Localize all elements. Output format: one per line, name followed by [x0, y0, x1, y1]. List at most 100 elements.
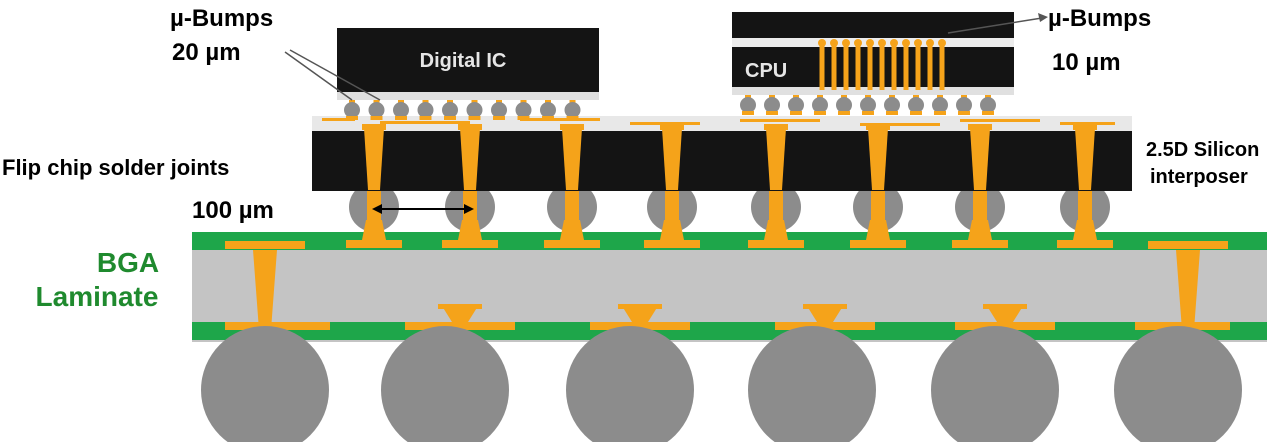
cpu-bump-pad-8	[910, 111, 922, 115]
digital-ic-bump-pad-5	[444, 116, 456, 120]
interposer-redistribution-layer	[312, 116, 1132, 132]
cpu-bump-2	[764, 97, 780, 113]
left-bump-leader-1	[284, 51, 353, 101]
cpu-stack-bump-3	[842, 39, 850, 47]
laminate-via-top-pad-1	[225, 241, 305, 249]
flip-chip-foot-1	[362, 220, 386, 240]
digital-ic-bump-1	[344, 102, 360, 118]
cpu-bump-9	[932, 97, 948, 113]
rdl-trace-4	[630, 122, 700, 125]
cpu-bump-pad-10	[958, 111, 970, 115]
cpu-stack-bump-1	[818, 39, 826, 47]
cpu-stack-bump-5	[866, 39, 874, 47]
digital-ic-bump-9	[540, 102, 556, 118]
flip-chip-pillar-5	[769, 190, 783, 220]
flip-chip-foot-6	[866, 220, 890, 240]
digital-ic-bump-7	[491, 102, 507, 118]
laminate-micro-via-1	[442, 306, 478, 322]
rdl-trace-6	[860, 123, 940, 126]
rdl-trace-8	[1060, 122, 1115, 125]
cpu-bump-5	[836, 97, 852, 113]
rdl-trace-5	[740, 119, 820, 122]
cpu-bump-pad-6	[862, 111, 874, 115]
bga-label-line-2: Laminate	[36, 281, 159, 312]
digital-ic-bump-pad-1	[346, 116, 358, 120]
flip-chip-foot-8	[1073, 220, 1097, 240]
digital-ic-bump-layer	[337, 92, 599, 100]
tsv-cap-3	[560, 124, 584, 130]
laminate-micro-via-cap-2	[618, 304, 662, 309]
flip-chip-pillar-6	[871, 190, 885, 220]
tsv-cap-8	[1073, 124, 1097, 130]
laminate-bottom-pad-4	[775, 322, 875, 330]
digital-ic-bump-pad-8	[517, 116, 530, 120]
pitch-arrow-right	[464, 204, 474, 214]
flip-chip-foot-2	[458, 220, 482, 240]
digital-ic-bump-3	[393, 102, 409, 118]
laminate-micro-via-cap-3	[803, 304, 847, 309]
flip-chip-foot-3	[560, 220, 584, 240]
digital-ic-bump-pad-2	[370, 116, 383, 120]
digital-ic-micro-bumps	[344, 100, 581, 120]
flip-chip-solder-joints	[349, 182, 1110, 240]
cpu-bump-pad-3	[790, 111, 802, 115]
digital-ic-bump-pad-4	[419, 116, 432, 120]
laminate-bottom-pad-1	[225, 322, 330, 330]
interposer-rdl-traces	[322, 118, 1115, 126]
laminate-micro-via-cap-1	[438, 304, 482, 309]
laminate-top-pad-1	[346, 240, 402, 248]
cpu-stacked-micro-bumps	[818, 39, 946, 90]
digital-ic-bump-pad-7	[493, 116, 505, 120]
digital-ic-bump-2	[368, 102, 385, 118]
tsv-cap-1	[362, 124, 386, 130]
rdl-trace-2	[380, 121, 470, 124]
cpu-bump-3	[788, 97, 804, 113]
through-silicon-vias	[362, 124, 1097, 190]
rdl-trace-3	[520, 118, 600, 121]
rdl-trace-1	[322, 118, 355, 121]
cpu-bump-1	[740, 97, 756, 113]
cpu-bump-10	[956, 97, 972, 113]
flip-chip-foot-7	[968, 220, 992, 240]
laminate-top-pad-7	[952, 240, 1008, 248]
flip-chip-label: Flip chip solder joints	[2, 155, 229, 180]
cpu-bump-7	[884, 97, 900, 113]
cpu-micro-bumps	[740, 95, 996, 115]
laminate-top-pad-4	[644, 240, 700, 248]
laminate-bottom-green-layer	[192, 322, 1267, 340]
cpu-bump-pad-5	[838, 111, 850, 115]
left-bump-leader-2	[289, 49, 381, 101]
digital-ic-label: Digital IC	[420, 50, 507, 72]
digital-ic-bump-6	[466, 102, 483, 118]
right-bump-title: µ-Bumps	[1048, 5, 1151, 32]
cpu-bottom-die	[732, 47, 1014, 87]
laminate-bottom-pad-6	[1135, 322, 1230, 330]
annotation-leaders	[284, 13, 1048, 214]
cpu-bump-pad-1	[742, 111, 754, 115]
laminate-top-pad-8	[1057, 240, 1113, 248]
right-bump-leader-arrowhead	[1038, 13, 1048, 22]
tsv-cap-4	[660, 124, 684, 130]
bga-label-line-1: BGA	[97, 247, 159, 278]
digital-ic-bump-4	[417, 102, 434, 118]
tsv-6	[868, 128, 888, 190]
tsv-3	[562, 128, 582, 190]
laminate-top-pad-5	[748, 240, 804, 248]
bga-laminate	[192, 232, 1267, 342]
cpu-stack-tsv-3	[843, 42, 849, 90]
laminate-via-top-pad-2	[1148, 241, 1228, 249]
flip-chip-foot-5	[764, 220, 788, 240]
digital-ic-bump-pad-3	[395, 116, 407, 120]
flip-chip-pillar-1	[367, 190, 381, 220]
flip-chip-pillar-8	[1078, 190, 1092, 220]
laminate-micro-via-4	[987, 306, 1023, 322]
cpu-bump-pad-7	[886, 111, 898, 115]
cpu-bump-pad-11	[982, 111, 994, 115]
interposer-label-line-1: 2.5D Silicon	[1146, 139, 1259, 161]
tsv-4	[662, 128, 682, 190]
digital-ic-bump-pad-10	[566, 116, 579, 120]
laminate-bottom-pad-5	[955, 322, 1055, 330]
laminate-top-pad-6	[850, 240, 906, 248]
flip-chip-size: 100 µm	[192, 197, 274, 224]
cpu-bump-layer	[732, 87, 1014, 95]
